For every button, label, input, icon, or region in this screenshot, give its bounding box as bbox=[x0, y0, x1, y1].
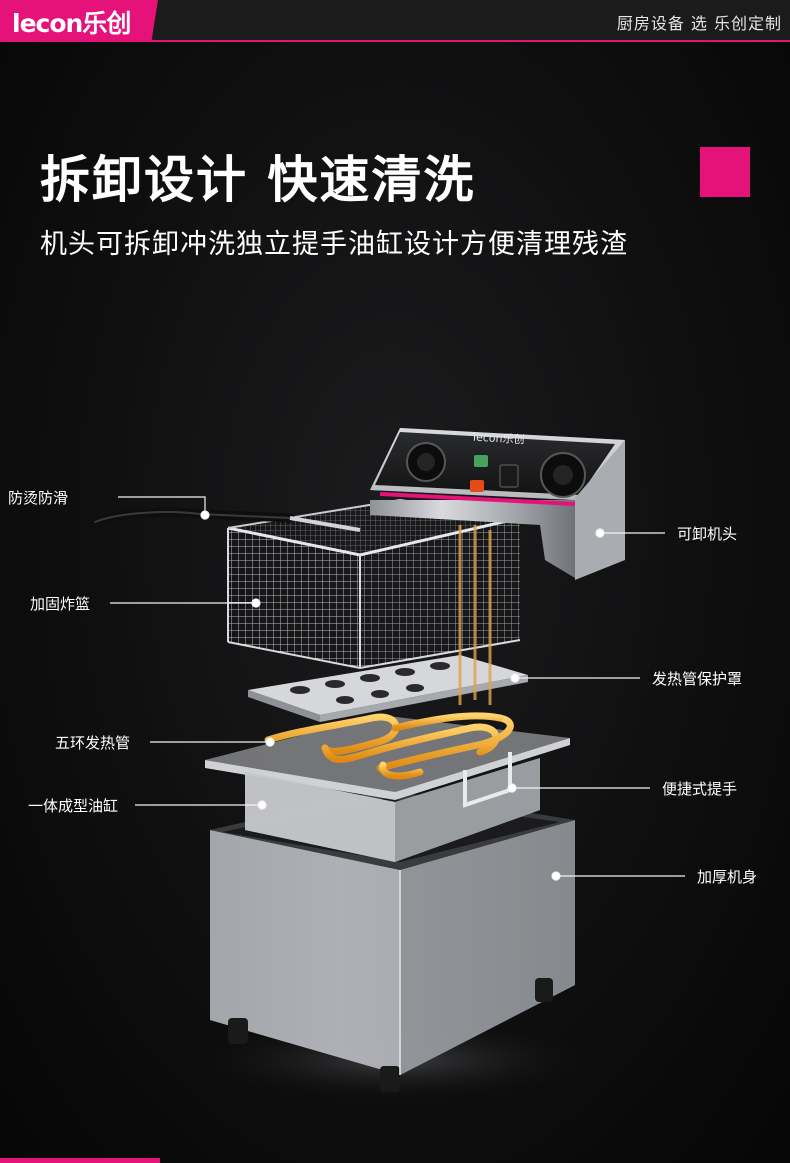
power-switch bbox=[499, 464, 519, 488]
logo-tab[interactable] bbox=[0, 0, 158, 40]
callout-anti-scald-handle: 防烫防滑 bbox=[8, 489, 69, 507]
body-foot bbox=[228, 1018, 248, 1044]
callout-heater-guard: 发热管保护罩 bbox=[652, 670, 743, 688]
brand-logo[interactable]: lecon乐创 bbox=[12, 9, 131, 38]
accent-square bbox=[700, 147, 750, 197]
panel-brand-label: lecon乐创 bbox=[472, 430, 525, 447]
fry-basket bbox=[90, 498, 521, 670]
power-indicator bbox=[474, 455, 488, 467]
top-bar: lecon乐创 厨房设备 选 乐创定制 bbox=[0, 0, 790, 40]
heat-indicator bbox=[470, 480, 484, 492]
callout-reinforced-basket: 加固炸篮 bbox=[30, 595, 91, 613]
header-tagline: 厨房设备 选 乐创定制 bbox=[616, 14, 782, 33]
header-divider bbox=[0, 40, 790, 42]
callout-removable-head: 可卸机头 bbox=[677, 525, 738, 543]
page-subtitle: 机头可拆卸冲洗独立提手油缸设计方便清理残渣 bbox=[40, 229, 628, 260]
body-foot bbox=[380, 1066, 400, 1092]
callout-one-piece-tank: 一体成型油缸 bbox=[28, 797, 119, 815]
body-foot bbox=[535, 978, 553, 1002]
callout-thick-body: 加厚机身 bbox=[697, 868, 758, 886]
page-title: 拆卸设计 快速清洗 bbox=[40, 151, 476, 209]
control-head bbox=[370, 428, 625, 580]
heating-coil bbox=[264, 712, 514, 780]
oil-tank bbox=[205, 715, 570, 862]
callout-five-ring-heater: 五环发热管 bbox=[55, 734, 131, 752]
footer-accent-bar bbox=[0, 1158, 160, 1163]
callout-convenient-handle: 便捷式提手 bbox=[662, 780, 738, 798]
heater-guard bbox=[248, 655, 528, 722]
